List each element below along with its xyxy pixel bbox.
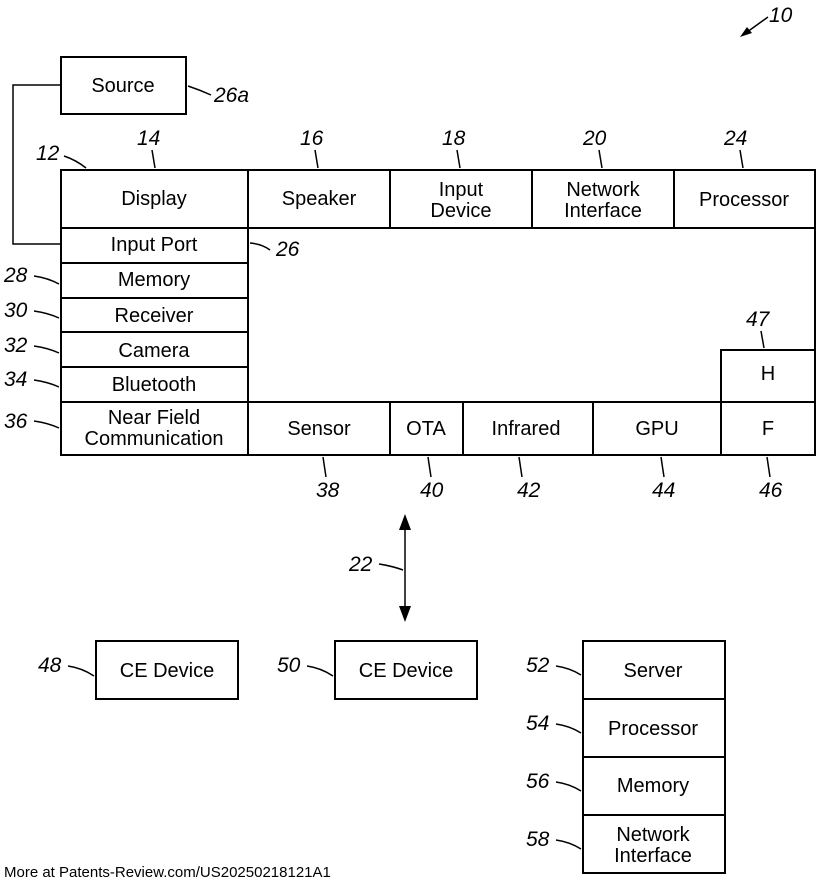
figure-ref-arrowhead [740, 27, 752, 37]
sensor-ref-leader [323, 457, 326, 477]
h-ref: 47 [746, 308, 771, 331]
source-ref-leader [188, 86, 211, 95]
gpu-ref: 44 [652, 479, 675, 502]
server-ref-leader [556, 666, 581, 675]
h-label: H [761, 363, 775, 385]
input-port-label: Input Port [111, 234, 198, 256]
gpu-label: GPU [635, 418, 678, 440]
nfc-label-1: Near Field [108, 407, 200, 429]
gpu-ref-leader [661, 457, 664, 477]
infrared-ref-leader [519, 457, 522, 477]
infrared-label: Infrared [492, 418, 561, 440]
bluetooth-label: Bluetooth [112, 374, 197, 396]
input-device-ref: 18 [442, 127, 466, 150]
memory-ref: 28 [3, 264, 28, 287]
infrared-ref: 42 [517, 479, 541, 502]
processor-ref: 24 [723, 127, 747, 150]
nfc-ref: 36 [4, 410, 28, 433]
device-ref-leader [64, 156, 86, 168]
speaker-ref-leader [315, 150, 318, 168]
network-interface-label-2: Interface [564, 200, 642, 222]
server-memory-label: Memory [617, 775, 689, 797]
footer-text: More at Patents-Review.com/US20250218121… [4, 864, 331, 881]
display-label: Display [121, 188, 187, 210]
memory-ref-leader [34, 276, 59, 284]
input-port-ref: 26 [275, 238, 300, 261]
network-interface-label-1: Network [566, 179, 640, 201]
sensor-label: Sensor [287, 418, 351, 440]
source-label: Source [91, 75, 154, 97]
network-ref: 22 [348, 553, 373, 576]
nfc-label-2: Communication [85, 428, 224, 450]
ota-ref-leader [428, 457, 431, 477]
server-memory-ref: 56 [526, 770, 550, 793]
display-ref-leader [152, 150, 155, 168]
sensor-ref: 38 [316, 479, 340, 502]
server-processor-ref-leader [556, 724, 581, 733]
camera-ref: 32 [4, 334, 28, 357]
server-processor-ref: 54 [526, 712, 549, 735]
server-network-interface-label-1: Network [616, 824, 690, 846]
bluetooth-ref-leader [34, 380, 59, 387]
ota-ref: 40 [420, 479, 444, 502]
bluetooth-ref: 34 [4, 368, 27, 391]
ce-device-1-label: CE Device [120, 660, 214, 682]
display-ref: 14 [137, 127, 160, 150]
ce-device-2-ref-leader [307, 666, 333, 676]
network-interface-ref: 20 [582, 127, 607, 150]
memory-label: Memory [118, 269, 190, 291]
camera-ref-leader [34, 346, 59, 353]
receiver-ref: 30 [4, 299, 28, 322]
receiver-label: Receiver [115, 305, 194, 327]
nfc-ref-leader [34, 421, 59, 428]
receiver-ref-leader [34, 311, 59, 318]
source-ref: 26a [213, 84, 249, 107]
server-network-interface-ref: 58 [526, 828, 550, 851]
speaker-label: Speaker [282, 188, 357, 210]
server-network-interface-ref-leader [556, 840, 581, 849]
input-device-label-2: Device [430, 200, 491, 222]
f-label: F [762, 418, 774, 440]
processor-label: Processor [699, 189, 789, 211]
camera-label: Camera [118, 340, 190, 362]
input-device-ref-leader [457, 150, 460, 168]
network-ref-leader [379, 564, 403, 570]
ce-device-1-ref-leader [68, 666, 94, 676]
server-processor-label: Processor [608, 718, 698, 740]
ce-device-1-ref: 48 [38, 654, 62, 677]
ota-label: OTA [406, 418, 446, 440]
server-label: Server [624, 660, 683, 682]
input-device-label-1: Input [439, 179, 484, 201]
network-arrow-up [399, 514, 411, 530]
speaker-ref: 16 [300, 127, 324, 150]
figure-ref: 10 [769, 4, 793, 27]
server-memory-ref-leader [556, 782, 581, 791]
processor-ref-leader [740, 150, 743, 168]
f-ref: 46 [759, 479, 783, 502]
device-ref: 12 [36, 142, 60, 165]
ce-device-2-ref: 50 [277, 654, 301, 677]
ce-device-2-label: CE Device [359, 660, 453, 682]
network-interface-ref-leader [599, 150, 602, 168]
network-arrow-down [399, 606, 411, 622]
server-ref: 52 [526, 654, 550, 677]
server-network-interface-label-2: Interface [614, 845, 692, 867]
f-ref-leader [767, 457, 770, 477]
